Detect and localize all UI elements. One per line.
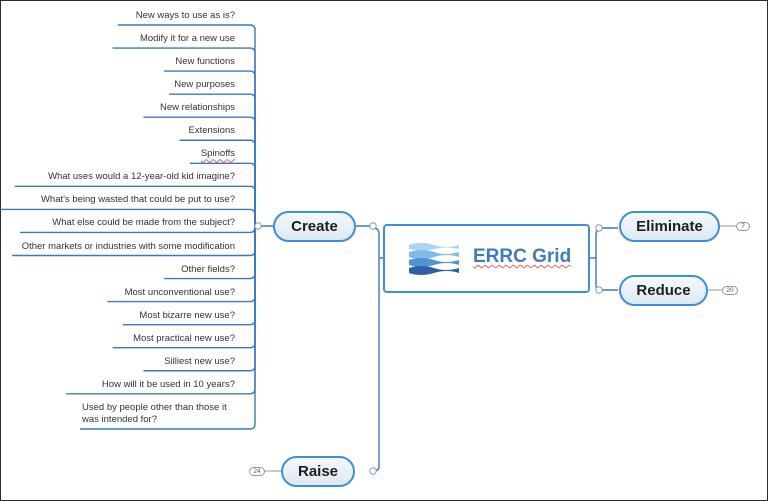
create-subtopic[interactable]: What's being wasted that could be put to… [40,194,235,206]
create-subtopic[interactable]: Most unconventional use? [124,286,235,298]
create-subtopic[interactable]: Most bizarre new use? [139,309,235,321]
reduce-dot [595,286,603,294]
create-subtopic[interactable]: Other fields? [181,263,235,275]
create-subtopic[interactable]: Modify it for a new use [139,33,235,45]
create-subtopic-connector [80,226,256,430]
create-subtopic-connector [14,185,256,226]
raise-count-badge[interactable]: 24 [249,467,265,476]
create-right-dot [369,222,377,230]
create-subtopic-connector [0,208,256,226]
create-subtopic-connector [189,162,256,226]
eliminate-dot [595,224,603,232]
topic-raise[interactable]: Raise [281,456,355,487]
create-collapse-dot [254,222,262,230]
create-subtopic[interactable]: What else could be made from the subject… [52,217,235,229]
create-subtopic-connector [143,116,256,226]
create-subtopic[interactable]: Other markets or industries with some mo… [21,240,235,252]
waves-logo-icon [409,243,459,275]
create-subtopic[interactable]: Silliest new use? [164,355,235,367]
create-subtopic-connector [164,70,256,226]
create-subtopic-connector [117,24,256,226]
topic-eliminate[interactable]: Eliminate [619,211,720,242]
create-subtopic[interactable]: What uses would a 12-year-old kid imagin… [48,171,235,183]
create-subtopic-connector [169,93,256,226]
create-subtopic[interactable]: Extensions [188,125,235,137]
create-subtopic-connector [179,139,256,226]
reduce-count-badge[interactable]: 20 [722,286,738,295]
create-subtopic[interactable]: New relationships [160,102,235,114]
create-subtopic[interactable]: Most practical new use? [133,332,235,344]
create-subtopic[interactable]: Spinoffs [200,148,235,160]
raise-dot [369,467,377,475]
central-topic[interactable]: ERRC Grid [383,224,590,293]
topic-create[interactable]: Create [273,211,356,242]
create-subtopic[interactable]: New ways to use as is? [135,10,235,21]
eliminate-count-badge[interactable]: 7 [736,222,750,231]
central-topic-title: ERRC Grid [473,246,572,267]
create-subtopic-connector [112,47,256,226]
create-subtopic[interactable]: How will it be used in 10 years? [101,378,235,390]
create-subtopic[interactable]: New purposes [174,79,235,91]
create-subtopic[interactable]: Used by people other than those it was i… [82,402,227,425]
create-subtopic[interactable]: New functions [175,56,235,68]
topic-reduce[interactable]: Reduce [619,275,708,306]
